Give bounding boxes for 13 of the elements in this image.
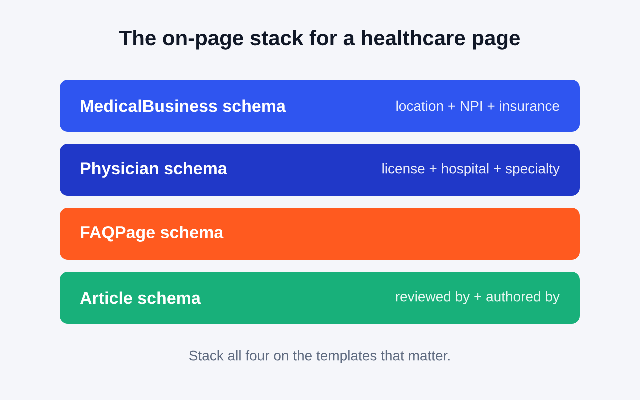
bar-detail: reviewed by + authored by bbox=[396, 291, 560, 305]
bar-heading: MedicalBusiness schema bbox=[81, 100, 286, 112]
bar-heading: Article schema bbox=[80, 292, 202, 304]
bar-detail: location + NPI + insurance bbox=[396, 100, 560, 112]
bar-heading: FAQPage schema bbox=[81, 226, 224, 242]
schema-bar bbox=[60, 272, 580, 324]
title: The on-page stack for a healthcare page bbox=[120, 30, 520, 50]
schema-bar bbox=[60, 80, 580, 132]
caption: Stack all four on the templates that matter. bbox=[190, 350, 450, 364]
bar-heading: Physician schema bbox=[81, 162, 228, 178]
bar-detail: license + hospital + specialty bbox=[382, 163, 560, 177]
schema-bar bbox=[60, 144, 580, 196]
schema-bar bbox=[60, 208, 580, 260]
